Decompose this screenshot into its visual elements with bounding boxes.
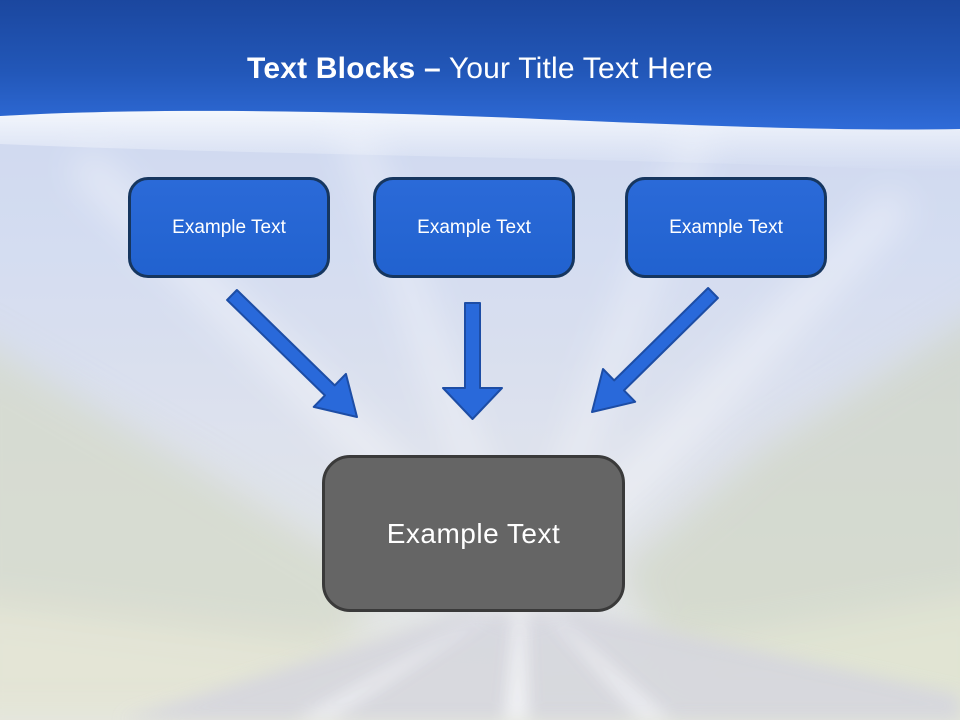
header-underwave — [0, 110, 960, 172]
target-block: Example Text — [322, 455, 625, 612]
blurred-road — [120, 610, 960, 720]
header-wave-band — [0, 0, 960, 172]
blurred-trees — [0, 325, 960, 720]
arrow-down-icon — [442, 302, 503, 420]
target-block-label: Example Text — [386, 517, 561, 549]
text-block-1: Example Text — [128, 177, 330, 278]
arrow-down-right-icon — [226, 289, 358, 418]
slide-title-emphasis: Text Blocks — [247, 52, 416, 85]
slide-title-separator: – — [423, 52, 441, 85]
slide-title-regular: Your Title Text Here — [448, 52, 713, 85]
header-bluewave — [0, 0, 960, 130]
slide-title: Text Blocks – Your Title Text Here — [0, 0, 960, 86]
arrow-down-left-icon — [591, 287, 719, 413]
